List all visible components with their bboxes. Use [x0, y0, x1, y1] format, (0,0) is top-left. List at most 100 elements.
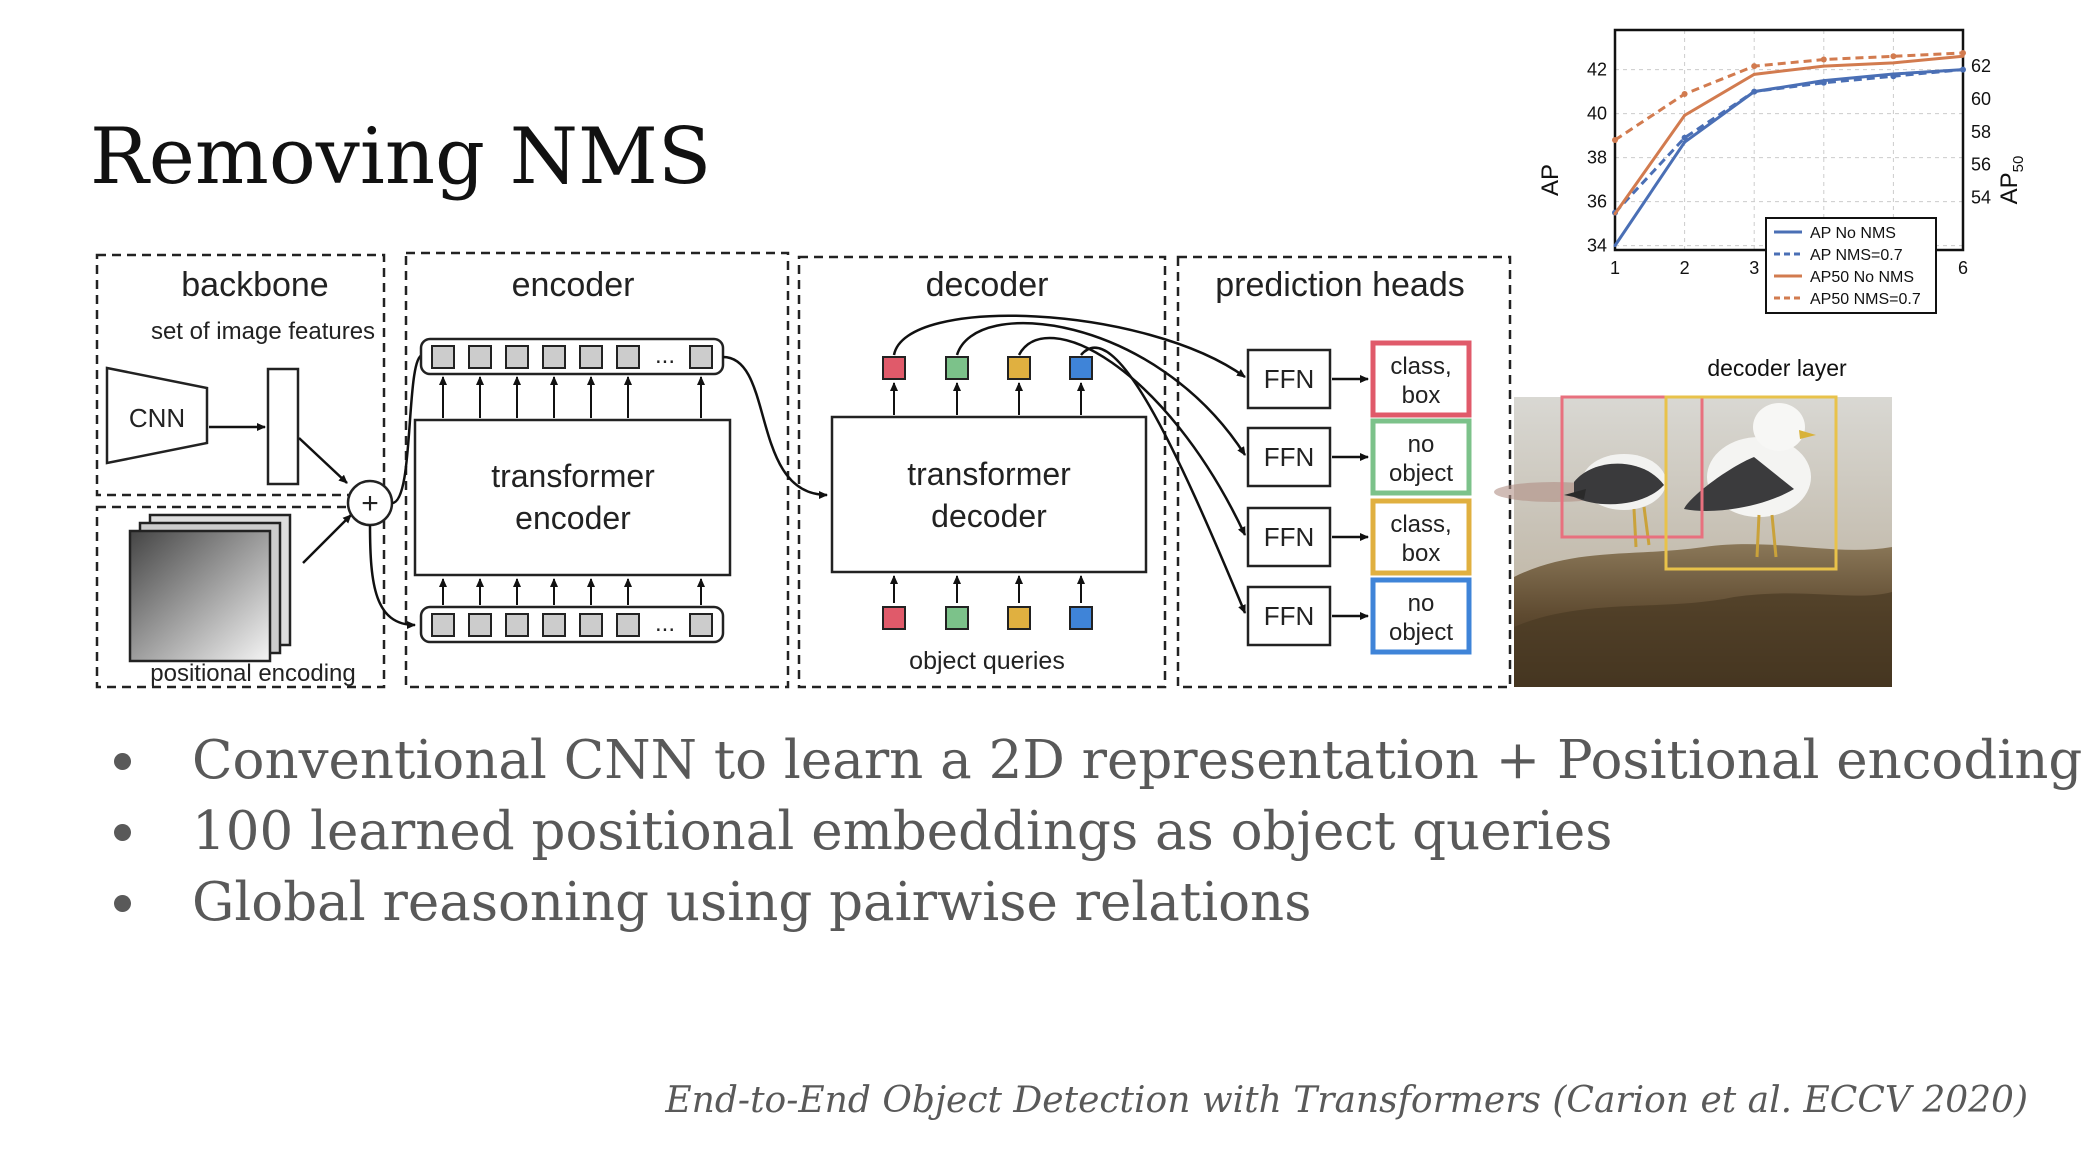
decoder-title: decoder	[926, 266, 1049, 304]
transformer-decoder-block	[830, 415, 1148, 574]
detection-box-red	[1560, 395, 1704, 539]
image-features-label: set of image features	[151, 318, 375, 345]
decoder-section	[797, 255, 1167, 689]
legend-label: AP50 No NMS	[1810, 269, 1914, 286]
output-class-box-1: class, box	[1370, 340, 1472, 418]
chart-y-left-tick: 42	[1587, 60, 1607, 80]
chart-y-right-tick: 54	[1971, 187, 1991, 207]
chart-y-left-tick: 34	[1587, 236, 1607, 256]
chart-point	[1751, 63, 1758, 70]
svg-text:FFN: FFN	[1264, 601, 1315, 631]
output-no-object-2: no object	[1370, 577, 1472, 655]
positional-encoding-section	[95, 505, 386, 689]
ffn-boxes: FFN FFN FFN FFN	[1246, 348, 1332, 647]
chart-y-left-tick: 40	[1587, 104, 1607, 124]
chart-point	[1890, 73, 1897, 80]
backbone-title: backbone	[181, 266, 328, 304]
bullet-item: Global reasoning using pairwise relation…	[110, 867, 2082, 938]
chart-x-tick: 3	[1749, 258, 1759, 278]
encoder-block-line2: encoder	[515, 500, 631, 536]
prediction-heads-section	[1176, 255, 1512, 689]
encoder-input-tokens: ...	[419, 605, 725, 644]
svg-text:FFN: FFN	[1264, 442, 1315, 472]
chart-point	[1960, 66, 1966, 73]
chart-y-left-tick: 38	[1587, 148, 1607, 168]
chart-point	[1752, 72, 1756, 76]
object-queries	[882, 606, 1093, 630]
bullet-item: 100 learned positional embeddings as obj…	[110, 796, 2082, 867]
svg-text:FFN: FFN	[1264, 522, 1315, 552]
legend-label: AP NMS=0.7	[1810, 247, 1903, 264]
chart-series-line-1	[1613, 68, 1964, 247]
feature-map-box	[266, 367, 300, 486]
slide-title: Removing NMS	[90, 112, 712, 202]
positional-encoding-label: positional encoding	[150, 660, 356, 687]
chart-x-tick: 1	[1610, 258, 1620, 278]
chart-point	[1960, 49, 1966, 56]
svg-text:...: ...	[655, 610, 675, 637]
bullet-dot	[114, 895, 131, 912]
ap-vs-decoder-layer-chart: 12345634363840425456586062 decoder layer…	[1537, 28, 2027, 381]
bullet-dot	[114, 824, 131, 841]
plus-symbol: +	[361, 487, 379, 520]
svg-text:...: ...	[655, 342, 675, 369]
chart-point	[1683, 140, 1687, 144]
chart-xlabel: decoder layer	[1707, 355, 1847, 381]
backbone-section	[95, 253, 386, 497]
output-no-object-1: no object	[1370, 418, 1472, 496]
chart-y-left-tick: 36	[1587, 192, 1607, 212]
transformer-encoder-block	[413, 418, 732, 577]
svg-text:class,: class,	[1390, 353, 1451, 380]
detection-box-yellow	[1664, 395, 1838, 571]
bullet-list: Conventional CNN to learn a 2D represent…	[110, 725, 2082, 938]
chart-x-tick: 6	[1958, 258, 1968, 278]
chart-point	[1683, 113, 1687, 117]
decoder-block-line1: transformer	[907, 456, 1071, 492]
svg-text:box: box	[1402, 540, 1441, 567]
chart-y-right-tick: 58	[1971, 122, 1991, 142]
chart-point	[1820, 79, 1827, 86]
chart-series-line-3	[1613, 54, 1964, 215]
prediction-heads-title: prediction heads	[1215, 266, 1465, 304]
chart-point	[1890, 53, 1897, 60]
bullet-dot	[114, 753, 131, 770]
decoder-block-line2: decoder	[931, 498, 1047, 534]
cnn-label: CNN	[129, 403, 185, 433]
svg-text:no: no	[1408, 590, 1435, 617]
encoder-output-tokens: ...	[419, 337, 725, 376]
encoder-block-line1: transformer	[491, 458, 655, 494]
encoder-title: encoder	[512, 266, 635, 304]
chart-y-right-tick: 56	[1971, 155, 1991, 175]
chart-y-right-tick: 62	[1971, 56, 1991, 76]
chart-series-line-2	[1613, 68, 1964, 214]
chart-point	[1681, 91, 1688, 98]
decoder-output-queries	[882, 356, 1093, 380]
chart-point	[1612, 137, 1618, 143]
bullet-item: Conventional CNN to learn a 2D represent…	[110, 725, 2082, 796]
positional-encoding-image	[128, 529, 272, 663]
svg-text:FFN: FFN	[1264, 364, 1315, 394]
chart-point	[1681, 134, 1688, 141]
citation: End-to-End Object Detection with Transfo…	[665, 1080, 2028, 1121]
chart-x-tick: 2	[1680, 258, 1690, 278]
object-queries-label: object queries	[909, 647, 1065, 675]
chart-point	[1820, 56, 1827, 63]
chart-point	[1613, 244, 1617, 248]
chart-point	[1751, 88, 1758, 95]
chart-y-right-tick: 60	[1971, 89, 1991, 109]
output-class-box-2: class, box	[1370, 498, 1472, 576]
svg-text:object: object	[1389, 460, 1453, 487]
legend-label: AP No NMS	[1810, 225, 1896, 242]
svg-text:object: object	[1389, 619, 1453, 646]
chart-point	[1613, 212, 1617, 216]
chart-ylabel-left: AP	[1537, 164, 1564, 196]
svg-text:box: box	[1402, 382, 1441, 409]
seagull-detection-photo	[1494, 395, 1892, 687]
chart-ylabel-right: AP50	[1996, 156, 2027, 205]
chart-point	[1891, 61, 1895, 65]
detr-architecture-diagram: backbone encoder decoder prediction head…	[95, 251, 1512, 689]
chart-series-line-4	[1614, 51, 1964, 142]
svg-text:class,: class,	[1390, 511, 1451, 538]
legend-label: AP50 NMS=0.7	[1810, 291, 1921, 308]
